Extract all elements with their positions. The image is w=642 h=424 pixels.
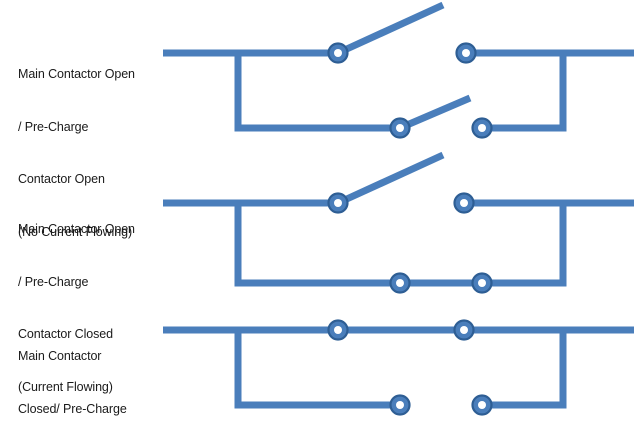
main-contactor-node-left-3-center [334, 326, 342, 334]
precharge-contactor-node-right-2[interactable] [471, 272, 493, 294]
state-label-3-line-2: Closed/ Pre-Charge [18, 401, 127, 416]
precharge-contactor-open-arm-1 [398, 94, 472, 132]
precharge-contactor-node-left-3-center [396, 401, 404, 409]
state-label-1-line-1: Main Contactor Open [18, 67, 135, 81]
main-contactor-node-right-3[interactable] [453, 319, 475, 341]
main-contactor-node-left-1[interactable] [327, 42, 349, 64]
precharge-contactor-node-right-3[interactable] [471, 394, 493, 416]
main-contactor-node-left-2-center [334, 199, 342, 207]
state-label-1-line-2: / Pre-Charge [18, 119, 89, 134]
state-label-2: Main Contactor Open / Pre-Charge Contact… [18, 186, 135, 424]
state-label-1: Main Contactor Open / Pre-Charge Contact… [18, 31, 135, 276]
state-label-2-line-2: / Pre-Charge [18, 274, 89, 289]
precharge-contactor-node-right-3-center [478, 401, 486, 409]
main-contactor-open-arm-1 [336, 1, 445, 57]
circuit-2 [163, 151, 634, 294]
state-label-1-line-4: (No Current Flowing) [18, 224, 133, 239]
state-label-1-line-3: Contactor Open [18, 172, 105, 186]
precharge-contactor-node-left-1[interactable] [389, 117, 411, 139]
main-contactor-node-right-2[interactable] [453, 192, 475, 214]
circuit-3 [163, 319, 634, 416]
main-contactor-node-right-2-center [460, 199, 468, 207]
main-contactor-node-left-2[interactable] [327, 192, 349, 214]
precharge-contactor-node-left-1-center [396, 124, 404, 132]
precharge-contactor-node-left-2[interactable] [389, 272, 411, 294]
main-contactor-node-right-1[interactable] [455, 42, 477, 64]
main-contactor-node-left-3[interactable] [327, 319, 349, 341]
state-label-3-line-1: Main Contactor [18, 349, 102, 363]
precharge-contactor-node-left-2-center [396, 279, 404, 287]
main-contactor-node-right-1-center [462, 49, 470, 57]
circuit-1 [163, 1, 634, 139]
state-label-2-line-1: Main Contactor Open [18, 222, 135, 236]
precharge-contactor-node-right-1-center [478, 124, 486, 132]
precharge-contactor-node-right-1[interactable] [471, 117, 493, 139]
precharge-contactor-node-left-3[interactable] [389, 394, 411, 416]
state-label-3: Main Contactor Closed/ Pre-Charge Contac… [18, 313, 127, 424]
main-contactor-node-right-3-center [460, 326, 468, 334]
precharge-contactor-node-right-2-center [478, 279, 486, 287]
main-contactor-node-left-1-center [334, 49, 342, 57]
state-label-2-line-3: Contactor Closed [18, 327, 113, 341]
state-label-2-line-4: (Current Flowing) [18, 379, 113, 394]
main-contactor-open-arm-2 [336, 151, 445, 207]
